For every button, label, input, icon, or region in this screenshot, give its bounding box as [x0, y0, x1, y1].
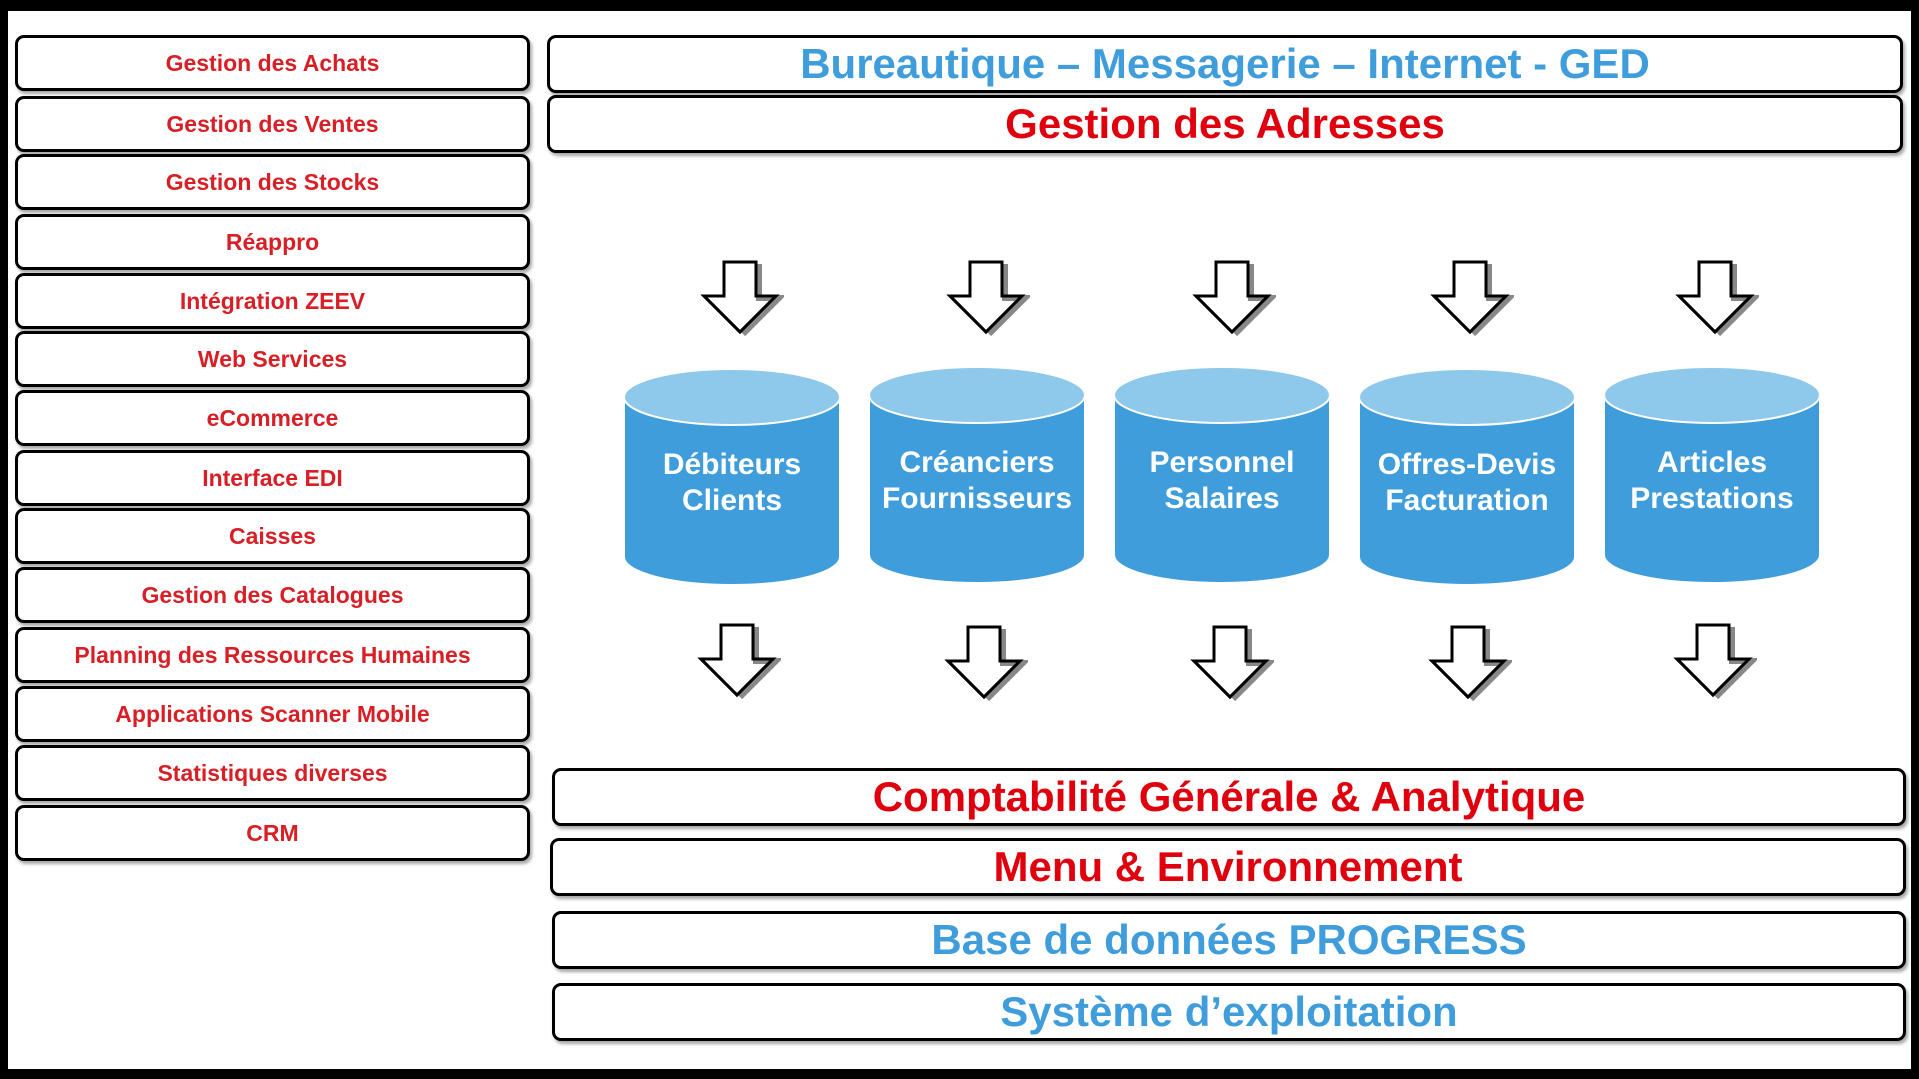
diagram-canvas: Gestion des Achats Gestion des Ventes Ge…: [8, 11, 1911, 1069]
layer-base-de-donnees: Base de données PROGRESS: [552, 911, 1906, 969]
module-reappro: Réappro: [15, 214, 530, 270]
module-caisses: Caisses: [15, 508, 530, 564]
arrow-down-icon: [700, 260, 784, 336]
module-integration-zeev: Intégration ZEEV: [15, 273, 530, 329]
arrow-down-icon: [946, 260, 1030, 336]
arrow-down-icon: [1675, 260, 1759, 336]
layer-systeme-exploitation: Système d’exploitation: [552, 983, 1906, 1041]
layer-bureautique: Bureautique – Messagerie – Internet - GE…: [547, 35, 1903, 93]
module-crm: CRM: [15, 805, 530, 861]
module-gestion-ventes: Gestion des Ventes: [15, 96, 530, 152]
cylinder-icon: [1603, 366, 1821, 584]
arrow-down-icon: [944, 625, 1028, 701]
cylinder-icon: [1113, 366, 1331, 584]
layer-gestion-adresses: Gestion des Adresses: [547, 95, 1903, 153]
module-scanner-mobile: Applications Scanner Mobile: [15, 686, 530, 742]
module-ecommerce: eCommerce: [15, 390, 530, 446]
module-statistiques: Statistiques diverses: [15, 745, 530, 801]
arrow-down-icon: [1673, 623, 1757, 699]
module-web-services: Web Services: [15, 331, 530, 387]
module-gestion-stocks: Gestion des Stocks: [15, 154, 530, 210]
module-interface-edi: Interface EDI: [15, 450, 530, 506]
arrow-down-icon: [1192, 260, 1276, 336]
arrow-down-icon: [1190, 625, 1274, 701]
module-gestion-catalogues: Gestion des Catalogues: [15, 567, 530, 623]
arrow-down-icon: [697, 623, 781, 699]
cylinder-icon: [868, 366, 1086, 584]
arrow-down-icon: [1430, 260, 1514, 336]
cylinder-icon: [623, 368, 841, 586]
layer-menu-environnement: Menu & Environnement: [550, 838, 1906, 896]
arrow-down-icon: [1428, 625, 1512, 701]
module-planning-rh: Planning des Ressources Humaines: [15, 627, 530, 683]
module-gestion-achats: Gestion des Achats: [15, 35, 530, 91]
cylinder-icon: [1358, 368, 1576, 586]
layer-comptabilite: Comptabilité Générale & Analytique: [552, 768, 1906, 826]
